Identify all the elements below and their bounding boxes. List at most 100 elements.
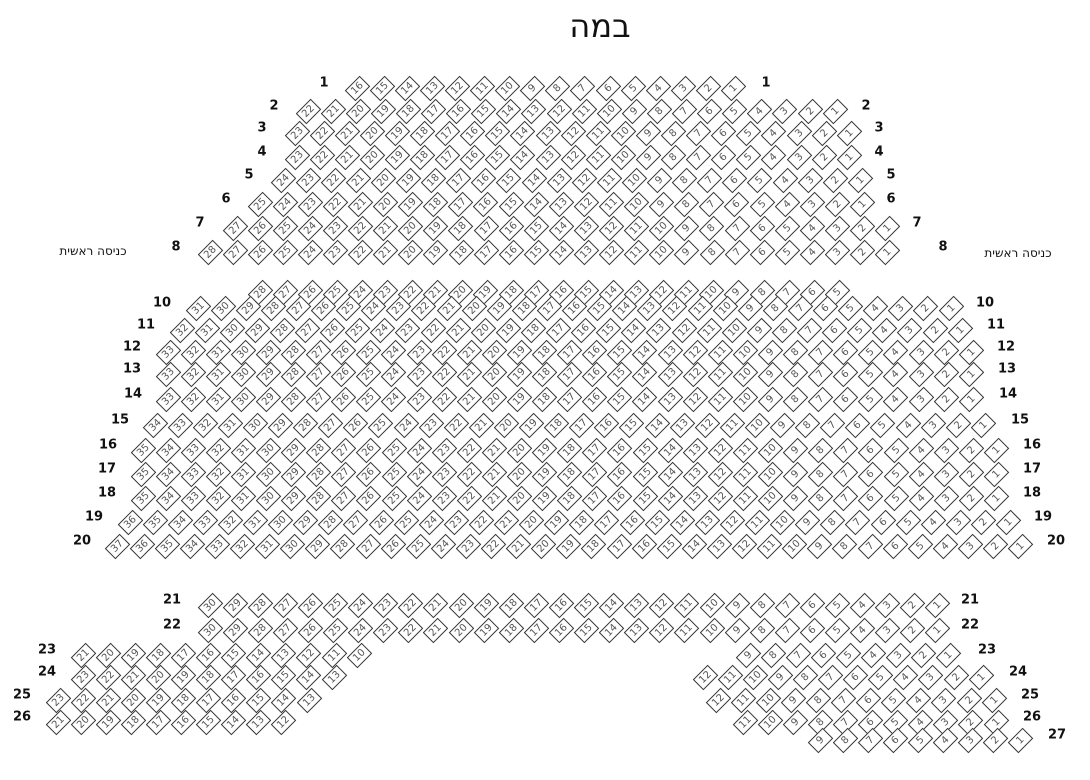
seat[interactable]: 24: [406, 461, 432, 487]
seat[interactable]: 14: [521, 167, 547, 193]
seat[interactable]: 28: [318, 509, 344, 535]
seat[interactable]: 19: [95, 709, 121, 735]
seat[interactable]: 30: [230, 339, 257, 365]
seat[interactable]: 11: [707, 386, 733, 412]
seat[interactable]: 33: [180, 437, 206, 463]
seat[interactable]: 12: [731, 533, 758, 559]
seat[interactable]: 28: [280, 339, 307, 365]
seat[interactable]: 29: [244, 317, 271, 343]
seat[interactable]: 17: [220, 664, 247, 690]
seat[interactable]: 8: [782, 361, 809, 387]
seat[interactable]: 24: [347, 592, 374, 618]
seat[interactable]: 15: [369, 75, 395, 101]
seat[interactable]: 19: [473, 617, 499, 643]
seat[interactable]: 27: [272, 592, 299, 618]
seat[interactable]: 10: [699, 617, 725, 643]
seat[interactable]: 18: [422, 191, 449, 217]
seat[interactable]: 18: [409, 144, 436, 170]
seat[interactable]: 33: [180, 461, 206, 487]
seat[interactable]: 3: [824, 239, 851, 265]
seat[interactable]: 32: [192, 412, 218, 438]
seat[interactable]: 27: [343, 509, 369, 535]
seat[interactable]: 20: [70, 709, 96, 735]
seat[interactable]: 11: [674, 617, 700, 643]
seat[interactable]: 12: [573, 191, 600, 217]
seat[interactable]: 31: [205, 339, 231, 365]
seat[interactable]: 17: [556, 339, 583, 365]
seat[interactable]: 4: [862, 295, 889, 321]
seat[interactable]: 12: [707, 461, 734, 487]
seat[interactable]: 14: [220, 709, 247, 735]
seat[interactable]: 20: [481, 339, 508, 365]
seat[interactable]: 7: [807, 386, 834, 412]
seat[interactable]: 6: [799, 592, 826, 618]
seat[interactable]: 5: [837, 295, 864, 321]
seat[interactable]: 32: [205, 485, 232, 511]
seat[interactable]: 8: [805, 687, 832, 713]
seat[interactable]: 16: [471, 167, 497, 193]
seat[interactable]: 10: [494, 75, 521, 101]
seat[interactable]: 13: [669, 412, 695, 438]
seat[interactable]: 23: [297, 191, 323, 217]
seat[interactable]: 25: [356, 386, 382, 412]
seat[interactable]: 8: [807, 437, 834, 463]
seat[interactable]: 18: [531, 339, 558, 365]
seat[interactable]: 16: [473, 191, 499, 217]
seat[interactable]: 2: [900, 592, 926, 618]
seat[interactable]: 2: [982, 727, 1009, 753]
seat[interactable]: 22: [443, 412, 469, 438]
seat[interactable]: 21: [481, 461, 508, 487]
seat[interactable]: 18: [120, 709, 147, 735]
seat[interactable]: 14: [271, 687, 297, 713]
seat[interactable]: 1: [925, 617, 951, 643]
seat[interactable]: 19: [506, 386, 533, 412]
seat[interactable]: 15: [496, 167, 522, 193]
seat[interactable]: 1: [983, 437, 1010, 463]
seat[interactable]: 24: [297, 215, 324, 241]
seat[interactable]: 24: [406, 437, 432, 463]
seat[interactable]: 5: [883, 485, 909, 511]
seat[interactable]: 13: [682, 485, 708, 511]
seat[interactable]: 24: [297, 239, 324, 265]
seat[interactable]: 25: [272, 215, 298, 241]
seat[interactable]: 4: [849, 617, 876, 643]
seat[interactable]: 30: [255, 461, 282, 487]
seat[interactable]: 12: [571, 167, 597, 193]
seat[interactable]: 29: [305, 533, 331, 559]
seat[interactable]: 29: [255, 339, 282, 365]
seat[interactable]: 13: [419, 75, 446, 101]
seat[interactable]: 15: [644, 509, 670, 535]
seat[interactable]: 25: [344, 317, 371, 343]
seat[interactable]: 18: [420, 167, 447, 193]
seat[interactable]: 23: [406, 386, 432, 412]
seat[interactable]: 14: [394, 75, 420, 101]
seat[interactable]: 25: [272, 239, 299, 265]
seat[interactable]: 3: [957, 533, 984, 559]
seat[interactable]: 23: [418, 412, 444, 438]
seat[interactable]: 8: [749, 592, 775, 618]
seat[interactable]: 9: [724, 617, 750, 643]
seat[interactable]: 16: [498, 215, 524, 241]
seat[interactable]: 21: [334, 144, 360, 170]
seat[interactable]: 1: [983, 485, 1010, 511]
seat[interactable]: 17: [556, 361, 583, 387]
seat[interactable]: 19: [531, 437, 558, 463]
seat[interactable]: 6: [710, 120, 737, 146]
seat[interactable]: 1: [958, 361, 984, 387]
seat[interactable]: 20: [370, 167, 397, 193]
seat[interactable]: 2: [849, 215, 876, 241]
seat[interactable]: 4: [883, 386, 909, 412]
seat[interactable]: 21: [456, 339, 482, 365]
seat[interactable]: 14: [632, 361, 658, 387]
seat[interactable]: 13: [682, 437, 708, 463]
seat[interactable]: 3: [931, 687, 957, 713]
seat[interactable]: 13: [682, 461, 708, 487]
seat[interactable]: 31: [242, 509, 269, 535]
seat[interactable]: 9: [519, 75, 546, 101]
seat[interactable]: 2: [913, 295, 939, 321]
seat[interactable]: 18: [581, 533, 607, 559]
seat[interactable]: 9: [724, 592, 750, 618]
seat[interactable]: 24: [347, 617, 374, 643]
seat[interactable]: 28: [305, 437, 332, 463]
seat[interactable]: 11: [719, 412, 746, 438]
